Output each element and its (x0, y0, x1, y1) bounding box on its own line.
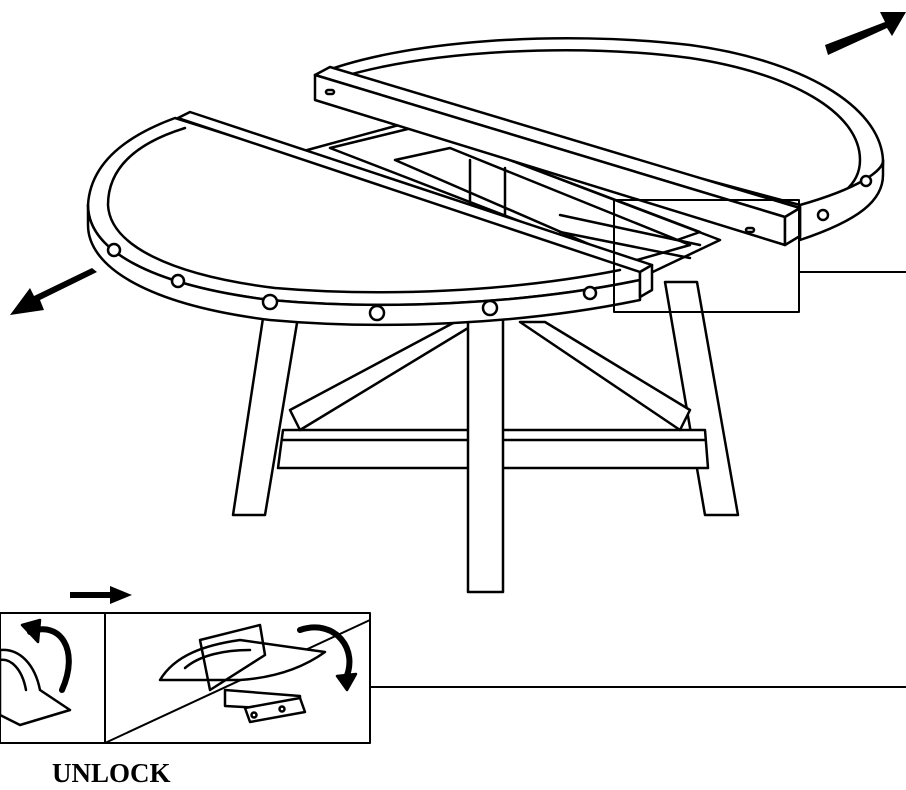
bolt (368, 304, 386, 322)
arrow-down-left-icon (10, 268, 97, 315)
right-table-top (313, 37, 885, 247)
bolt (261, 293, 279, 311)
table-base (231, 280, 740, 594)
detail-highlight-box (613, 199, 800, 313)
unlock-detail-panel (0, 612, 906, 744)
left-table-top (86, 110, 654, 327)
left-diagonal-brace (288, 320, 480, 432)
bolt (859, 174, 873, 188)
right-diagonal-brace (518, 320, 692, 432)
right-leg (663, 280, 740, 517)
bolt (170, 273, 186, 289)
center-leg (466, 316, 505, 594)
bolt (582, 285, 598, 301)
bolt (106, 242, 122, 258)
bolt (481, 299, 499, 317)
bolt (816, 208, 830, 222)
arrow-up-right-icon (825, 12, 906, 55)
unlock-caption: UNLOCK (52, 758, 171, 788)
rotate-arrow-icon (297, 624, 353, 683)
arrow-right-icon (70, 586, 132, 604)
